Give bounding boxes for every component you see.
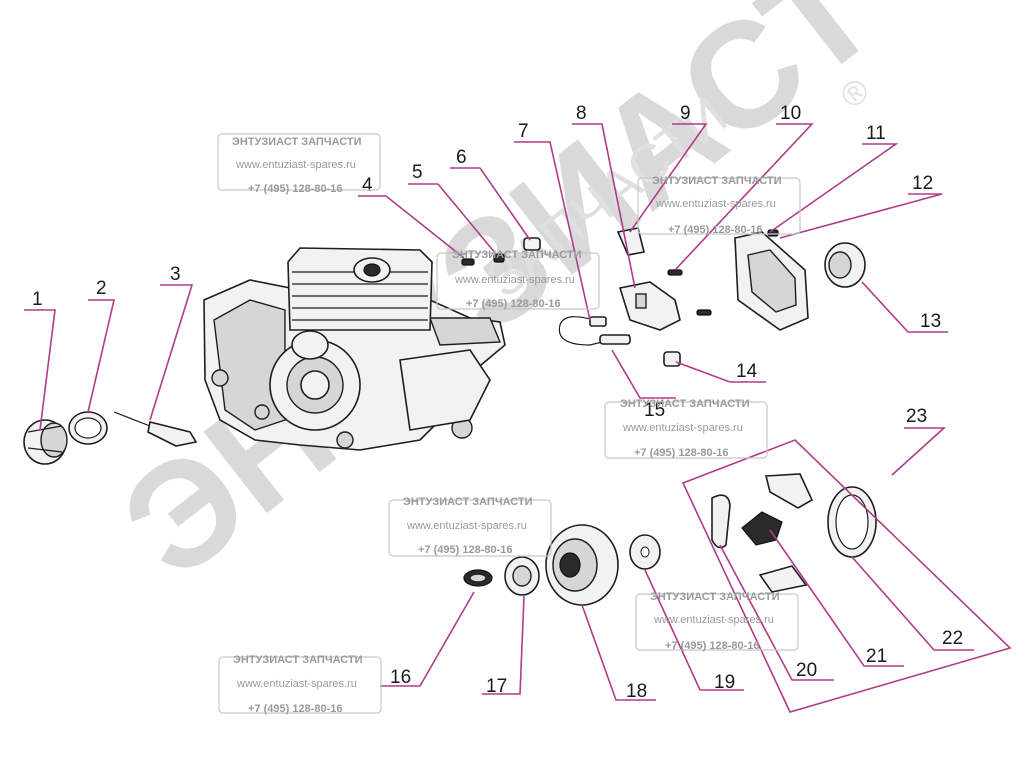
- part-number-18: 18: [626, 681, 647, 702]
- part-16-needle-bearing: [463, 569, 493, 587]
- part-21-clutch-hub: [741, 473, 814, 593]
- part-13-pulley: [824, 242, 866, 288]
- watermark-company: ЭНТУЗИАСТ ЗАПЧАСТИ: [452, 249, 582, 261]
- watermark-site: www.entuziast-spares.ru: [406, 520, 527, 532]
- leader-lines: [24, 123, 974, 701]
- part-3-oil-filter: [113, 411, 198, 447]
- part-2-seal-ring: [68, 411, 108, 445]
- part-number-5: 5: [412, 162, 423, 183]
- part-number-1: 1: [32, 289, 43, 310]
- watermark-box-7: ЭНТУЗИАСТ ЗАПЧАСТИ www.entuziast-spares.…: [218, 654, 382, 715]
- watermark-site: www.entuziast-spares.ru: [236, 678, 357, 690]
- part-8-ignition-module: [618, 281, 681, 331]
- watermark-box-6: ЭНТУЗИАСТ ЗАПЧАСТИ www.entuziast-spares.…: [635, 591, 799, 652]
- watermark-phone: +7 (495) 128-80-16: [418, 544, 512, 556]
- watermark-site: www.entuziast-spares.ru: [653, 614, 774, 626]
- part-22-clutch-spring: [827, 486, 877, 558]
- watermark-box-2: ЭНТУЗИАСТ ЗАПЧАСТИ www.entuziast-spares.…: [436, 249, 600, 310]
- watermark-company: ЭНТУЗИАСТ ЗАПЧАСТИ: [652, 175, 782, 187]
- watermark-phone: +7 (495) 128-80-16: [248, 183, 342, 195]
- part-numbers: 1 2 3 4 5 6 7 8 9 10 11 12 13 14 15 16 1…: [32, 103, 963, 702]
- part-number-10: 10: [780, 103, 801, 124]
- part-number-14: 14: [736, 361, 758, 382]
- engine-cylinder: [287, 247, 433, 360]
- watermark-company: ЭНТУЗИАСТ ЗАПЧАСТИ: [403, 496, 533, 508]
- part-number-20: 20: [796, 660, 817, 681]
- watermark-company: ЭНТУЗИАСТ ЗАПЧАСТИ: [650, 591, 780, 603]
- watermark-site: www.entuziast-spares.ru: [655, 198, 776, 210]
- watermark-company: ЭНТУЗИАСТ ЗАПЧАСТИ: [233, 654, 363, 666]
- part-number-19: 19: [714, 672, 735, 693]
- watermark-box-1: ЭНТУЗИАСТ ЗАПЧАСТИ www.entuziast-spares.…: [217, 133, 381, 195]
- part-6-sleeve: [523, 237, 541, 251]
- part-number-21: 21: [866, 646, 887, 667]
- part-15-plug-cap: [599, 334, 631, 345]
- watermark-phone: +7 (495) 128-80-16: [668, 224, 762, 236]
- part-number-13: 13: [920, 311, 941, 332]
- part-4-screw: [461, 258, 475, 266]
- part-23-clutch-assembly-outline: [681, 439, 1012, 713]
- watermark-phone: +7 (495) 128-80-16: [665, 640, 759, 652]
- part-number-2: 2: [96, 278, 107, 299]
- watermark-company: ЭНТУЗИАСТ ЗАПЧАСТИ: [620, 398, 750, 410]
- watermark-box-4: ЭНТУЗИАСТ ЗАПЧАСТИ www.entuziast-spares.…: [604, 398, 768, 459]
- watermark-phone: +7 (495) 128-80-16: [634, 447, 728, 459]
- part-1-oil-cap: [23, 419, 68, 465]
- part-number-12: 12: [912, 173, 933, 194]
- watermark-site: www.entuziast-spares.ru: [454, 274, 575, 286]
- part-number-15: 15: [644, 400, 665, 421]
- part-number-6: 6: [456, 147, 467, 168]
- watermark-site: www.entuziast-spares.ru: [622, 422, 743, 434]
- watermark-box-5: ЭНТУЗИАСТ ЗАПЧАСТИ www.entuziast-spares.…: [388, 496, 552, 557]
- part-number-3: 3: [170, 264, 181, 285]
- part-20-clutch-shoe: [711, 494, 731, 549]
- part-number-23: 23: [906, 406, 927, 427]
- watermark-box-3: ЭНТУЗИАСТ ЗАПЧАСТИ www.entuziast-spares.…: [637, 175, 801, 236]
- part-12-cover-plate: [734, 229, 809, 331]
- part-10-screw: [667, 269, 712, 316]
- part-14-bushing: [663, 351, 681, 367]
- part-7-ignition-wire: [558, 316, 631, 346]
- part-5-nut: [493, 253, 505, 263]
- watermark-site: www.entuziast-spares.ru: [235, 159, 356, 171]
- part-17-rim: [504, 556, 540, 596]
- part-number-11: 11: [866, 123, 886, 144]
- part-number-17: 17: [486, 676, 507, 697]
- part-number-7: 7: [518, 121, 529, 142]
- part-18-clutch-drum: [545, 524, 619, 606]
- part-number-22: 22: [942, 628, 963, 649]
- part-19-washer: [629, 534, 661, 570]
- part-number-9: 9: [680, 103, 691, 124]
- part-number-8: 8: [576, 103, 587, 124]
- watermark-phone: +7 (495) 128-80-16: [248, 703, 342, 715]
- part-number-16: 16: [390, 667, 411, 688]
- part-number-4: 4: [362, 175, 373, 196]
- watermark-phone: +7 (495) 128-80-16: [466, 298, 560, 310]
- watermark-company: ЭНТУЗИАСТ ЗАПЧАСТИ: [232, 136, 362, 148]
